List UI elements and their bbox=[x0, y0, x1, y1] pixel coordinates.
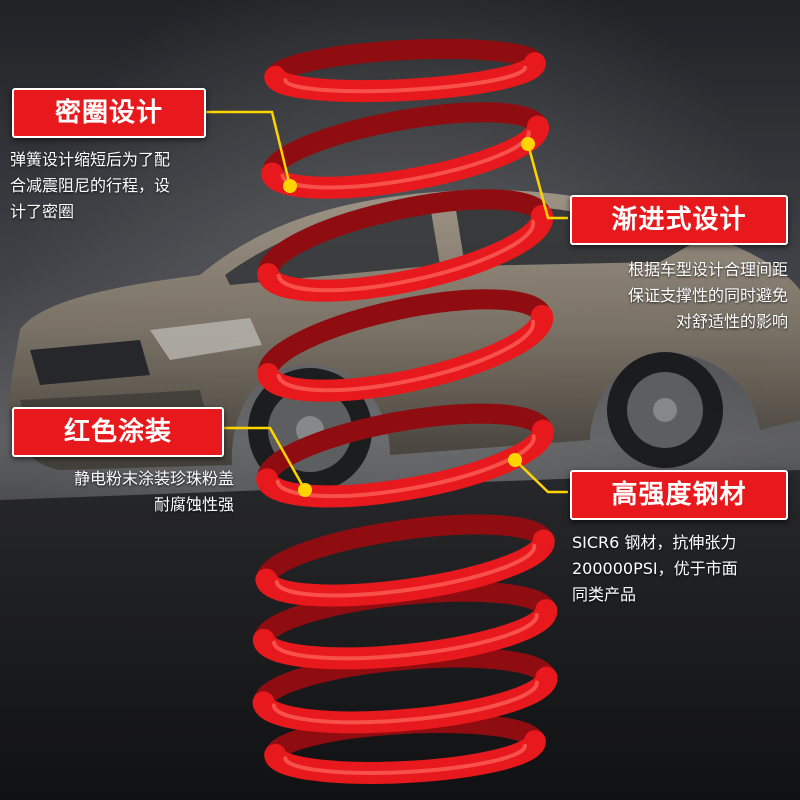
feature-title-progressive: 渐进式设计 bbox=[570, 195, 788, 245]
feature-desc-steel: SICR6 钢材，抗伸张力 200000PSI，优于市面 同类产品 bbox=[572, 530, 738, 608]
feature-desc-line: 200000PSI，优于市面 bbox=[572, 559, 738, 578]
spring-coil-back bbox=[257, 289, 552, 385]
spring-coil-highlight bbox=[283, 65, 528, 94]
spring-coil-highlight bbox=[275, 434, 536, 499]
feature-desc-progressive: 根据车型设计合理间距 保证支撑性的同时避免 对舒适性的影响 bbox=[628, 257, 788, 335]
spring-coil-highlight bbox=[272, 613, 539, 661]
spring-coil-highlight bbox=[274, 543, 537, 598]
feature-title-steel: 高强度钢材 bbox=[570, 470, 788, 520]
feature-desc-line: 静电粉末涂装珍珠粉盖 bbox=[73, 469, 234, 488]
feature-desc-line: 合减震阻尼的行程，设 bbox=[10, 176, 171, 195]
feature-desc-line: 根据车型设计合理间距 bbox=[627, 260, 788, 279]
spring-coil-highlight bbox=[276, 219, 536, 293]
spring-coil-back bbox=[256, 514, 554, 590]
feature-desc-line: 计了密圈 bbox=[10, 202, 75, 221]
feature-desc-line: 同类产品 bbox=[572, 585, 637, 604]
feature-desc-line: SICR6 钢材，抗伸张力 bbox=[572, 533, 737, 552]
spring-coil-highlight bbox=[283, 743, 528, 775]
feature-desc-line: 耐腐蚀性强 bbox=[153, 495, 234, 514]
spring-coil-highlight bbox=[280, 130, 531, 190]
spring-coil-back bbox=[265, 38, 545, 87]
feature-title-paint: 红色涂装 bbox=[12, 407, 224, 457]
feature-desc-seal: 弹簧设计缩短后为了配 合减震阻尼的行程，设 计了密圈 bbox=[10, 147, 170, 225]
feature-desc-paint: 静电粉末涂装珍珠粉盖 耐腐蚀性强 bbox=[10, 466, 234, 518]
spring-coil-highlight bbox=[276, 319, 536, 393]
spring-coil-back bbox=[257, 189, 552, 285]
feature-desc-line: 保证支撑性的同时避免 bbox=[627, 286, 788, 305]
feature-title-seal: 密圈设计 bbox=[12, 88, 206, 138]
feature-desc-line: 对舒适性的影响 bbox=[675, 312, 788, 331]
spring-coil-highlight bbox=[271, 680, 539, 725]
feature-desc-line: 弹簧设计缩短后为了配 bbox=[10, 150, 171, 169]
